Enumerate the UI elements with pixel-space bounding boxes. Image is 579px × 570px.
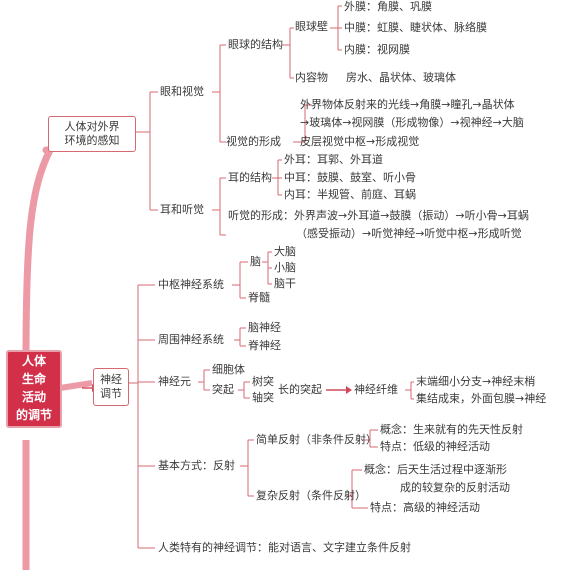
inner-ear: 内耳：半规管、前庭、耳蜗 <box>284 188 416 201</box>
simple-reflex-concept: 概念：生来就有的先天性反射 <box>380 423 523 436</box>
cerebrum-label: 大脑 <box>274 245 296 258</box>
perception-topic: 人体对外界 环境的感知 <box>48 116 136 152</box>
hearing-path-line-2: （感受振动）→听觉神经→听觉中枢→形成听觉 <box>296 227 522 240</box>
nerve-title-line-1: 神经 <box>100 373 122 386</box>
complex-reflex-concept-2: 成的较复杂的反射活动 <box>400 481 510 494</box>
hearing-path-line-1: 听觉的形成：外界声波→外耳道→鼓膜（振动）→听小骨→耳蜗 <box>228 209 529 222</box>
outer-membrane: 外膜：角膜、巩膜 <box>344 0 432 13</box>
eyeball-structure-label: 眼球的结构 <box>228 38 283 51</box>
simple-reflex-feature: 特点：低级的神经活动 <box>380 440 490 453</box>
spinal-cord-label: 脊髓 <box>248 291 270 304</box>
root-line-4: 的调节 <box>15 408 52 422</box>
complex-reflex-feature: 特点：高级的神经活动 <box>370 501 480 514</box>
spinal-nerve-label: 脊神经 <box>248 339 281 352</box>
nerve-title-line-2: 调节 <box>100 387 122 400</box>
axon-label: 轴突 <box>252 391 274 404</box>
process-label: 突起 <box>212 383 234 396</box>
human-specific-regulation: 人类特有的神经调节：能对语言、文字建立条件反射 <box>158 541 411 554</box>
contents-items: 房水、晶状体、玻璃体 <box>346 71 456 84</box>
vision-path-line-1: 外界物体反射来的光线→角膜→瞳孔→晶状体 <box>300 98 515 111</box>
ear-structure-label: 耳的结构 <box>228 171 272 184</box>
trunk-upper <box>22 146 56 364</box>
cell-body-label: 细胞体 <box>212 363 245 376</box>
trunk-right <box>59 380 93 391</box>
nerve-bundle-text: 集结成束，外面包膜→神经 <box>416 392 547 405</box>
contents-label: 内容物 <box>295 71 328 84</box>
eyeball-wall-label: 眼球壁 <box>295 20 328 33</box>
simple-reflex-label: 简单反射（非条件反射） <box>256 433 377 446</box>
pns-label: 周围神经系统 <box>158 333 224 346</box>
vision-path-line-2: →玻璃体→视网膜（形成物像）→视神经→大脑 <box>300 116 524 129</box>
middle-ear: 中耳：鼓膜、鼓室、听小骨 <box>284 171 416 184</box>
vision-formation-label: 视觉的形成 <box>226 135 281 148</box>
cranial-nerve-label: 脑神经 <box>248 321 281 334</box>
nerve-ending-text: 末端细小分支→神经末梢 <box>416 375 536 388</box>
root-line-3: 活动 <box>21 390 46 404</box>
root-topic: 人体 生命 活动 的调节 <box>6 350 62 428</box>
complex-reflex-label: 复杂反射（条件反射） <box>256 489 366 502</box>
complex-reflex-concept-1: 概念：后天生活过程中逐渐形 <box>364 463 507 476</box>
middle-membrane: 中膜：虹膜、睫状体、脉络膜 <box>344 21 487 34</box>
dendrite-label: 树突 <box>252 375 274 388</box>
nerve-regulation-topic: 神经 调节 <box>93 368 129 406</box>
outer-ear: 外耳：耳郭、外耳道 <box>284 153 383 166</box>
cerebellum-label: 小脑 <box>274 261 296 274</box>
inner-membrane: 内膜：视网膜 <box>344 43 410 56</box>
brain-label: 脑 <box>250 255 261 268</box>
perception-title-line-1: 人体对外界 <box>64 120 120 133</box>
root-line-1: 人体 <box>21 354 46 368</box>
neuron-label: 神经元 <box>158 375 191 388</box>
root-line-2: 生命 <box>21 372 46 386</box>
brainstem-label: 脑干 <box>274 277 296 290</box>
long-process-label: 长的突起 <box>278 383 322 396</box>
nerve-fiber-label: 神经纤维 <box>354 383 398 396</box>
eye-vision-label: 眼和视觉 <box>160 85 204 98</box>
vision-path-line-3: 皮层视觉中枢→形成视觉 <box>300 135 420 148</box>
ear-hearing-label: 耳和听觉 <box>160 203 204 216</box>
cns-label: 中枢神经系统 <box>158 278 224 291</box>
reflex-label: 基本方式：反射 <box>158 459 235 472</box>
perception-title-line-2: 环境的感知 <box>64 134 120 147</box>
